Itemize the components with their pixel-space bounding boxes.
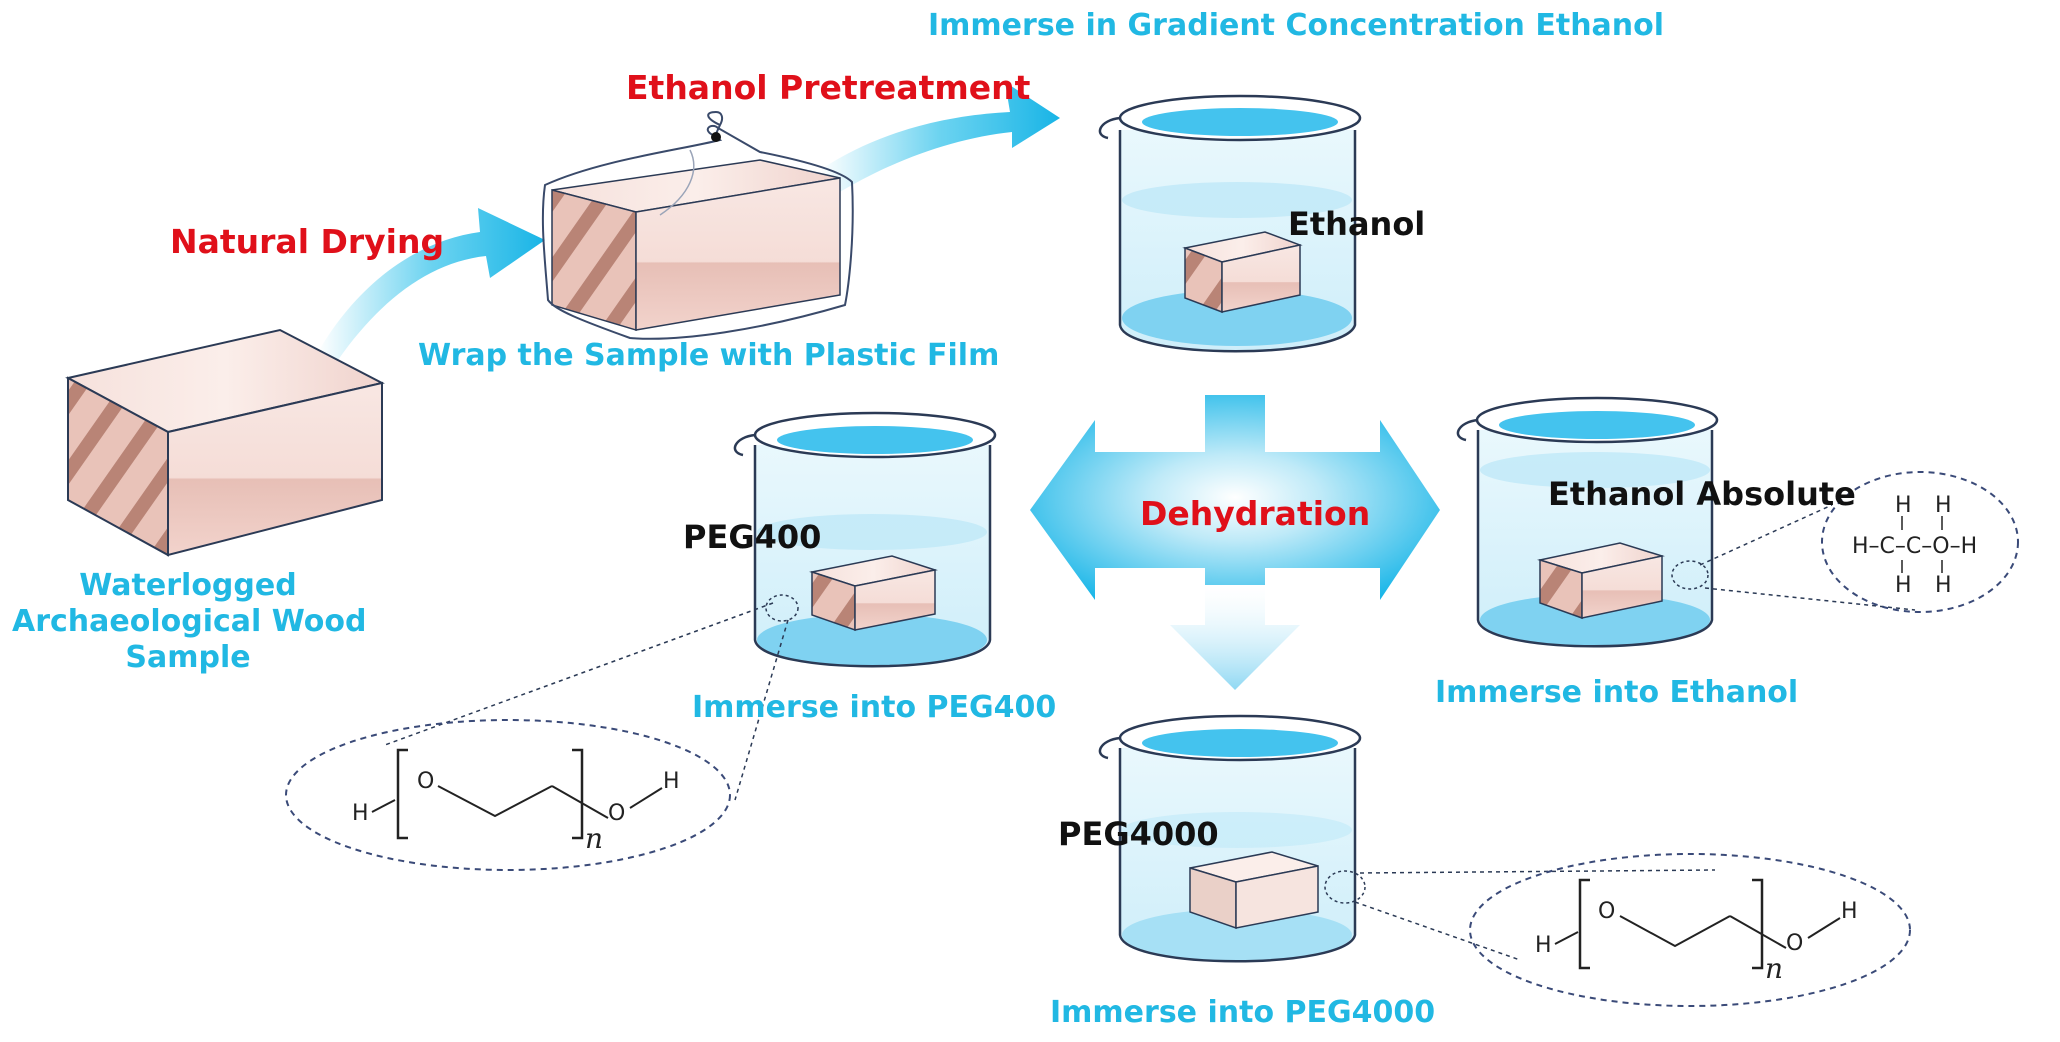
dehydration-cross-arrow bbox=[1030, 395, 1440, 600]
ethanol-h-top-1: H bbox=[1895, 493, 1912, 518]
ethanol-pretreatment-arrow bbox=[820, 82, 1060, 195]
natural-drying-arrow bbox=[318, 208, 545, 360]
wood-sample-label: Waterlogged Archaeological Wood Sample bbox=[12, 568, 367, 676]
beaker-ethanol-absolute bbox=[1456, 396, 1719, 648]
beaker-peg400-label: PEG400 bbox=[683, 518, 822, 556]
peg400-h-right: H bbox=[663, 769, 680, 794]
wood-sample-line-2: Archaeological Wood bbox=[12, 604, 367, 639]
beaker-ethanol bbox=[1098, 94, 1362, 353]
ethanol-callout-line-2 bbox=[1704, 587, 1916, 611]
ethanol-callout-line-1 bbox=[1699, 504, 1833, 566]
ethanol-chain-row: H–C–C–O–H bbox=[1852, 534, 1977, 559]
ethanol-structure: H H H–C–C–O–H H H bbox=[1852, 493, 1977, 598]
ethanol-structure-bubble bbox=[1821, 471, 2019, 613]
ethanol-h-bottom-1: H bbox=[1895, 573, 1912, 598]
peg400-callout-line-1 bbox=[384, 602, 774, 746]
peg4000-o-1: O bbox=[1598, 899, 1615, 924]
peg4000-h-left: H bbox=[1535, 933, 1552, 958]
natural-drying-label: Natural Drying bbox=[170, 222, 445, 261]
immerse-ethanol-label: Immerse into Ethanol bbox=[1435, 675, 1799, 710]
wood-sample-line-3: Sample bbox=[125, 640, 251, 675]
peg400-structure: H O n O H bbox=[352, 748, 680, 855]
peg400-o-2: O bbox=[608, 801, 625, 826]
peg4000-structure: H O n O H bbox=[1535, 878, 1858, 985]
peg4000-n: n bbox=[1765, 952, 1783, 985]
beaker-peg4000 bbox=[1098, 714, 1366, 963]
beaker-peg400 bbox=[733, 411, 997, 668]
peg4000-h-right: H bbox=[1841, 899, 1858, 924]
beaker-ethanol-label: Ethanol bbox=[1288, 205, 1426, 243]
wrapped-wood-block bbox=[541, 110, 854, 340]
peg4000-callout-line-1 bbox=[1359, 869, 1716, 874]
peg400-o-1: O bbox=[417, 769, 434, 794]
dehydration-label: Dehydration bbox=[1140, 494, 1371, 533]
peg400-h-left: H bbox=[352, 801, 369, 826]
peg4000-o-2: O bbox=[1786, 931, 1803, 956]
dehydration-down-arrow bbox=[1170, 585, 1300, 690]
immerse-peg4000-label: Immerse into PEG4000 bbox=[1050, 995, 1436, 1030]
waterlogged-wood-block bbox=[65, 328, 385, 557]
ethanol-h-bottom-2: H bbox=[1935, 573, 1952, 598]
wrap-sample-label: Wrap the Sample with Plastic Film bbox=[418, 338, 1000, 373]
peg400-n: n bbox=[585, 822, 603, 855]
beaker-ethanol-absolute-label: Ethanol Absolute bbox=[1548, 475, 1856, 513]
wood-sample-line-1: Waterlogged bbox=[79, 568, 297, 603]
peg4000-structure-bubble bbox=[1469, 853, 1911, 1007]
immerse-peg400-label: Immerse into PEG400 bbox=[692, 690, 1057, 725]
peg400-structure-bubble bbox=[285, 719, 731, 871]
ethanol-h-top-2: H bbox=[1935, 493, 1952, 518]
gradient-ethanol-title: Immerse in Gradient Concentration Ethano… bbox=[928, 8, 1665, 43]
peg4000-callout-line-2 bbox=[1354, 901, 1521, 961]
beaker-peg4000-label: PEG4000 bbox=[1058, 815, 1219, 853]
ethanol-pretreatment-label: Ethanol Pretreatment bbox=[626, 68, 1031, 107]
